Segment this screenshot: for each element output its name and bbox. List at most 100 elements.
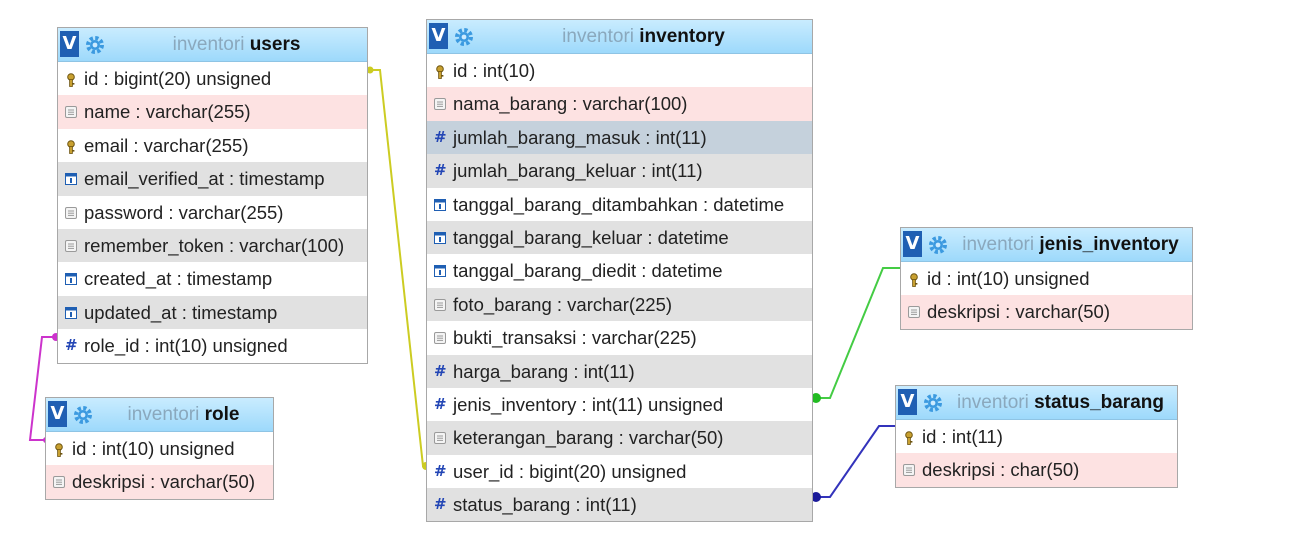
column-row[interactable]: bukti_transaksi : varchar(225) xyxy=(427,321,812,354)
column-list: id : int(10) unsigned deskripsi : varchar… xyxy=(46,432,273,499)
column-row[interactable]: id : int(10) unsigned xyxy=(46,432,273,465)
toggle-button[interactable]: V xyxy=(903,231,922,257)
table-role[interactable]: V inventori role id : int(10) unsigned de… xyxy=(45,397,274,500)
column-row[interactable]: #role_id : int(10) unsigned xyxy=(58,329,367,362)
hash-icon: # xyxy=(434,127,447,146)
column-row[interactable]: deskripsi : varchar(50) xyxy=(46,465,273,499)
column-row[interactable]: id : int(11) xyxy=(896,420,1177,453)
column-row[interactable]: password : varchar(255) xyxy=(58,196,367,229)
column-row[interactable]: created_at : timestamp xyxy=(58,262,367,295)
relation-jenis-inventory xyxy=(815,267,902,399)
gear-icon[interactable] xyxy=(73,405,93,425)
table-title: inventori inventory xyxy=(562,26,725,47)
column-label: status_barang : int(11) xyxy=(453,494,637,516)
column-row[interactable]: remember_token : varchar(100) xyxy=(58,228,367,263)
table-header[interactable]: V inventori jenis_inventory xyxy=(901,228,1192,262)
calendar-icon xyxy=(434,265,446,278)
column-label: tanggal_barang_ditambahkan : datetime xyxy=(453,193,785,215)
column-row[interactable]: updated_at : timestamp xyxy=(58,295,367,330)
column-list: id : int(10)nama_barang : varchar(100)#j… xyxy=(427,54,812,522)
gear-icon[interactable] xyxy=(928,235,948,255)
column-label: tanggal_barang_diedit : datetime xyxy=(453,260,723,282)
column-label: id : bigint(20) unsigned xyxy=(84,68,272,89)
text-field-icon xyxy=(65,106,77,119)
calendar-icon xyxy=(65,306,77,319)
column-row[interactable]: email_verified_at : timestamp xyxy=(58,162,367,196)
table-header[interactable]: V inventori role xyxy=(46,398,273,432)
column-label: deskripsi : varchar(50) xyxy=(927,301,1111,323)
column-row[interactable]: tanggal_barang_diedit : datetime xyxy=(427,254,812,287)
text-field-icon xyxy=(53,476,65,489)
hash-icon: # xyxy=(434,361,447,380)
text-field-icon xyxy=(434,432,446,445)
column-row[interactable]: foto_barang : varchar(225) xyxy=(427,287,812,322)
gear-icon[interactable] xyxy=(85,35,105,55)
calendar-icon xyxy=(65,273,77,286)
key-icon xyxy=(903,431,915,445)
column-label: deskripsi : varchar(50) xyxy=(72,471,256,493)
column-row[interactable]: id : int(10) xyxy=(427,54,812,87)
column-list: id : int(10) unsigned deskripsi : varchar… xyxy=(901,262,1192,329)
table-title: inventori status_barang xyxy=(957,392,1164,413)
hash-icon: # xyxy=(65,336,78,355)
toggle-button[interactable]: V xyxy=(60,31,79,57)
table-header[interactable]: V inventori inventory xyxy=(427,20,812,54)
relation-users-inventory xyxy=(368,69,430,467)
column-row[interactable]: tanggal_barang_keluar : datetime xyxy=(427,220,812,255)
hash-icon: # xyxy=(434,461,447,480)
column-row[interactable]: id : int(10) unsigned xyxy=(901,262,1192,295)
column-row[interactable]: nama_barang : varchar(100) xyxy=(427,87,812,121)
table-inventory[interactable]: V inventori inventory id : int(10) nama_b… xyxy=(426,19,813,523)
column-row[interactable]: tanggal_barang_ditambahkan : datetime xyxy=(427,188,812,221)
relation-end-dot xyxy=(811,393,821,403)
calendar-icon xyxy=(434,231,446,244)
column-row[interactable]: email : varchar(255) xyxy=(58,129,367,162)
text-field-icon xyxy=(908,306,920,319)
text-field-icon xyxy=(65,239,77,252)
column-row[interactable]: deskripsi : char(50) xyxy=(896,453,1177,487)
column-label: jenis_inventory : int(11) unsigned xyxy=(453,393,724,415)
relation-status-inventory xyxy=(815,425,897,498)
column-label: harga_barang : int(11) xyxy=(453,360,635,382)
column-row[interactable]: id : bigint(20) unsigned xyxy=(58,62,367,95)
column-label: name : varchar(255) xyxy=(84,101,251,123)
toggle-button[interactable]: V xyxy=(48,401,67,427)
table-header[interactable]: V inventori status_barang xyxy=(896,386,1177,420)
column-row[interactable]: name : varchar(255) xyxy=(58,95,367,129)
table-status-barang[interactable]: V inventori status_barang id : int(11) de… xyxy=(895,385,1178,488)
text-field-icon xyxy=(434,332,446,345)
column-row[interactable]: #jumlah_barang_masuk : int(11) xyxy=(427,120,812,155)
gear-icon[interactable] xyxy=(454,27,474,47)
column-row[interactable]: #jenis_inventory : int(11) unsigned xyxy=(427,388,812,421)
toggle-button[interactable]: V xyxy=(429,23,448,49)
column-label: foto_barang : varchar(225) xyxy=(453,293,673,315)
text-field-icon xyxy=(434,298,446,311)
column-row[interactable]: #status_barang : int(11) xyxy=(427,488,812,522)
column-label: email_verified_at : timestamp xyxy=(84,168,325,190)
table-users[interactable]: V inventori users id : bigint(20) unsign… xyxy=(57,27,368,364)
calendar-icon xyxy=(434,198,446,211)
toggle-button[interactable]: V xyxy=(898,389,917,415)
column-row[interactable]: keterangan_barang : varchar(50) xyxy=(427,421,812,455)
column-label: updated_at : timestamp xyxy=(84,301,278,323)
table-jenis-inventory[interactable]: V inventori jenis_inventory id : int(10)… xyxy=(900,227,1193,330)
column-row[interactable]: #user_id : bigint(20) unsigned xyxy=(427,455,812,488)
gear-icon[interactable] xyxy=(923,393,943,413)
column-label: email : varchar(255) xyxy=(84,134,249,156)
column-row[interactable]: deskripsi : varchar(50) xyxy=(901,295,1192,329)
column-list: id : int(11) deskripsi : char(50) xyxy=(896,420,1177,487)
column-label: id : int(10) xyxy=(453,60,536,81)
column-label: jumlah_barang_keluar : int(11) xyxy=(453,160,703,182)
key-icon xyxy=(53,443,65,457)
column-row[interactable]: # harga_barang : int(11) xyxy=(427,354,812,388)
column-label: bukti_transaksi : varchar(225) xyxy=(453,327,697,349)
column-label: nama_barang : varchar(100) xyxy=(453,93,688,115)
column-label: created_at : timestamp xyxy=(84,268,273,290)
column-row[interactable]: #jumlah_barang_keluar : int(11) xyxy=(427,154,812,188)
column-label: password : varchar(255) xyxy=(84,201,284,223)
table-header[interactable]: V inventori users xyxy=(58,28,367,62)
key-icon xyxy=(65,73,77,87)
column-label: deskripsi : char(50) xyxy=(922,459,1080,481)
key-icon xyxy=(434,65,446,79)
text-field-icon xyxy=(434,98,446,111)
